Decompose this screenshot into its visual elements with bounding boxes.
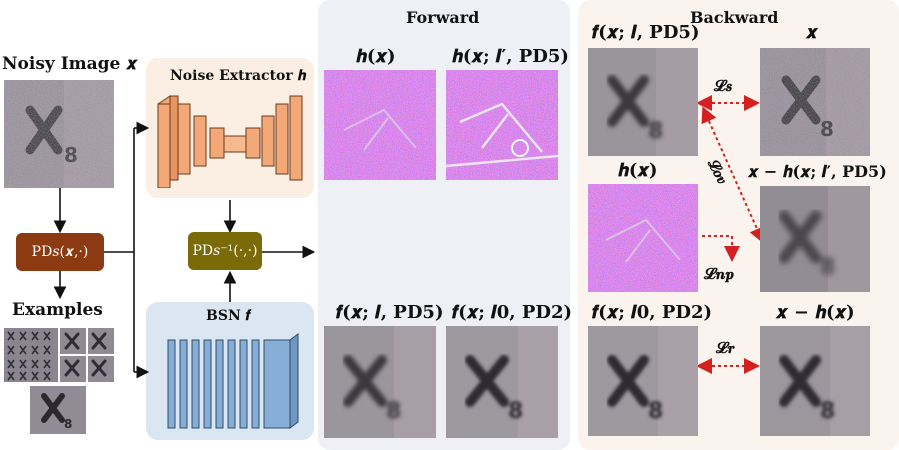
backward-f-x-i0-pd2-label: 𝒇(𝒙; 𝑰𝟎, 𝐏𝐃𝟐) (592, 302, 712, 323)
pd-operator-label: PD𝑠(𝒙,·) (31, 244, 89, 260)
backward-h-x-label: 𝒉(𝒙) (618, 160, 658, 181)
svg-text:8: 8 (508, 399, 523, 424)
bsn-label: BSN 𝒇 (206, 308, 251, 324)
backward-noisy-x: 8 (760, 48, 870, 156)
noise-extractor-label: Noise Extractor 𝒉 (170, 68, 307, 84)
forward-noise-map-1 (324, 70, 436, 180)
backward-denoised-pd2: 8 (588, 326, 698, 436)
loss-r-label: 𝓛𝒓 (716, 338, 735, 357)
loss-s-label: 𝓛𝒔 (714, 76, 732, 95)
forward-h-x-label: 𝒉(𝒙) (356, 46, 396, 67)
svg-text:8: 8 (820, 255, 835, 280)
backward-x-label: 𝒙 (806, 22, 818, 43)
svg-text:8: 8 (648, 399, 663, 424)
forward-noise-map-2 (446, 70, 558, 180)
backward-title: Backward (690, 8, 779, 27)
svg-text:8: 8 (64, 417, 72, 431)
example-quad-tiles (60, 328, 114, 382)
loss-np-label: 𝓛𝒏𝒑 (704, 264, 734, 283)
forward-f-x-i0-pd2-label: 𝒇(𝒙; 𝑰𝟎, 𝐏𝐃𝟐) (452, 302, 572, 323)
pd-inverse-operator-label: PD𝑠⁻¹(·,·) (192, 243, 258, 259)
noise-extractor-network-icon (157, 95, 303, 188)
forward-denoised-2: 8 (446, 326, 558, 438)
noisy-image-label: Noisy Image 𝒙 (2, 54, 138, 74)
example-single-tile: 8 (30, 386, 86, 434)
noisy-image: 8 (4, 80, 114, 188)
forward-denoised-1: 8 (324, 326, 436, 438)
forward-f-x-i-pd5-label: 𝒇(𝒙; 𝑰, 𝐏𝐃𝟓) (336, 302, 444, 323)
svg-text:8: 8 (820, 399, 835, 424)
svg-text:8: 8 (648, 119, 663, 144)
backward-x-minus-h-label: 𝒙 − 𝒉(𝒙) (776, 302, 855, 323)
forward-title: Forward (406, 8, 480, 27)
svg-text:8: 8 (386, 399, 401, 424)
backward-noise-map (588, 184, 698, 292)
bsn-network-icon (167, 333, 299, 429)
backward-denoised-pd5: 8 (588, 48, 698, 156)
pd-operator-box: PD𝑠(𝒙,·) (16, 233, 104, 271)
example-grid-tiles (4, 328, 58, 382)
pd-inverse-operator-box: PD𝑠⁻¹(·,·) (188, 232, 262, 270)
backward-x-minus-h-i-pd5-label: 𝒙 − 𝒉(𝒙; 𝑰′, 𝐏𝐃𝟓) (748, 162, 887, 181)
forward-h-x-i-pd5-label: 𝒉(𝒙; 𝑰′, 𝐏𝐃𝟓) (452, 46, 569, 67)
backward-residual-pd5: 8 (760, 186, 870, 292)
examples-label: Examples (12, 300, 103, 320)
backward-f-x-i-pd5-label: 𝒇(𝒙; 𝑰, 𝐏𝐃𝟓) (592, 22, 700, 43)
backward-residual: 8 (760, 326, 870, 436)
